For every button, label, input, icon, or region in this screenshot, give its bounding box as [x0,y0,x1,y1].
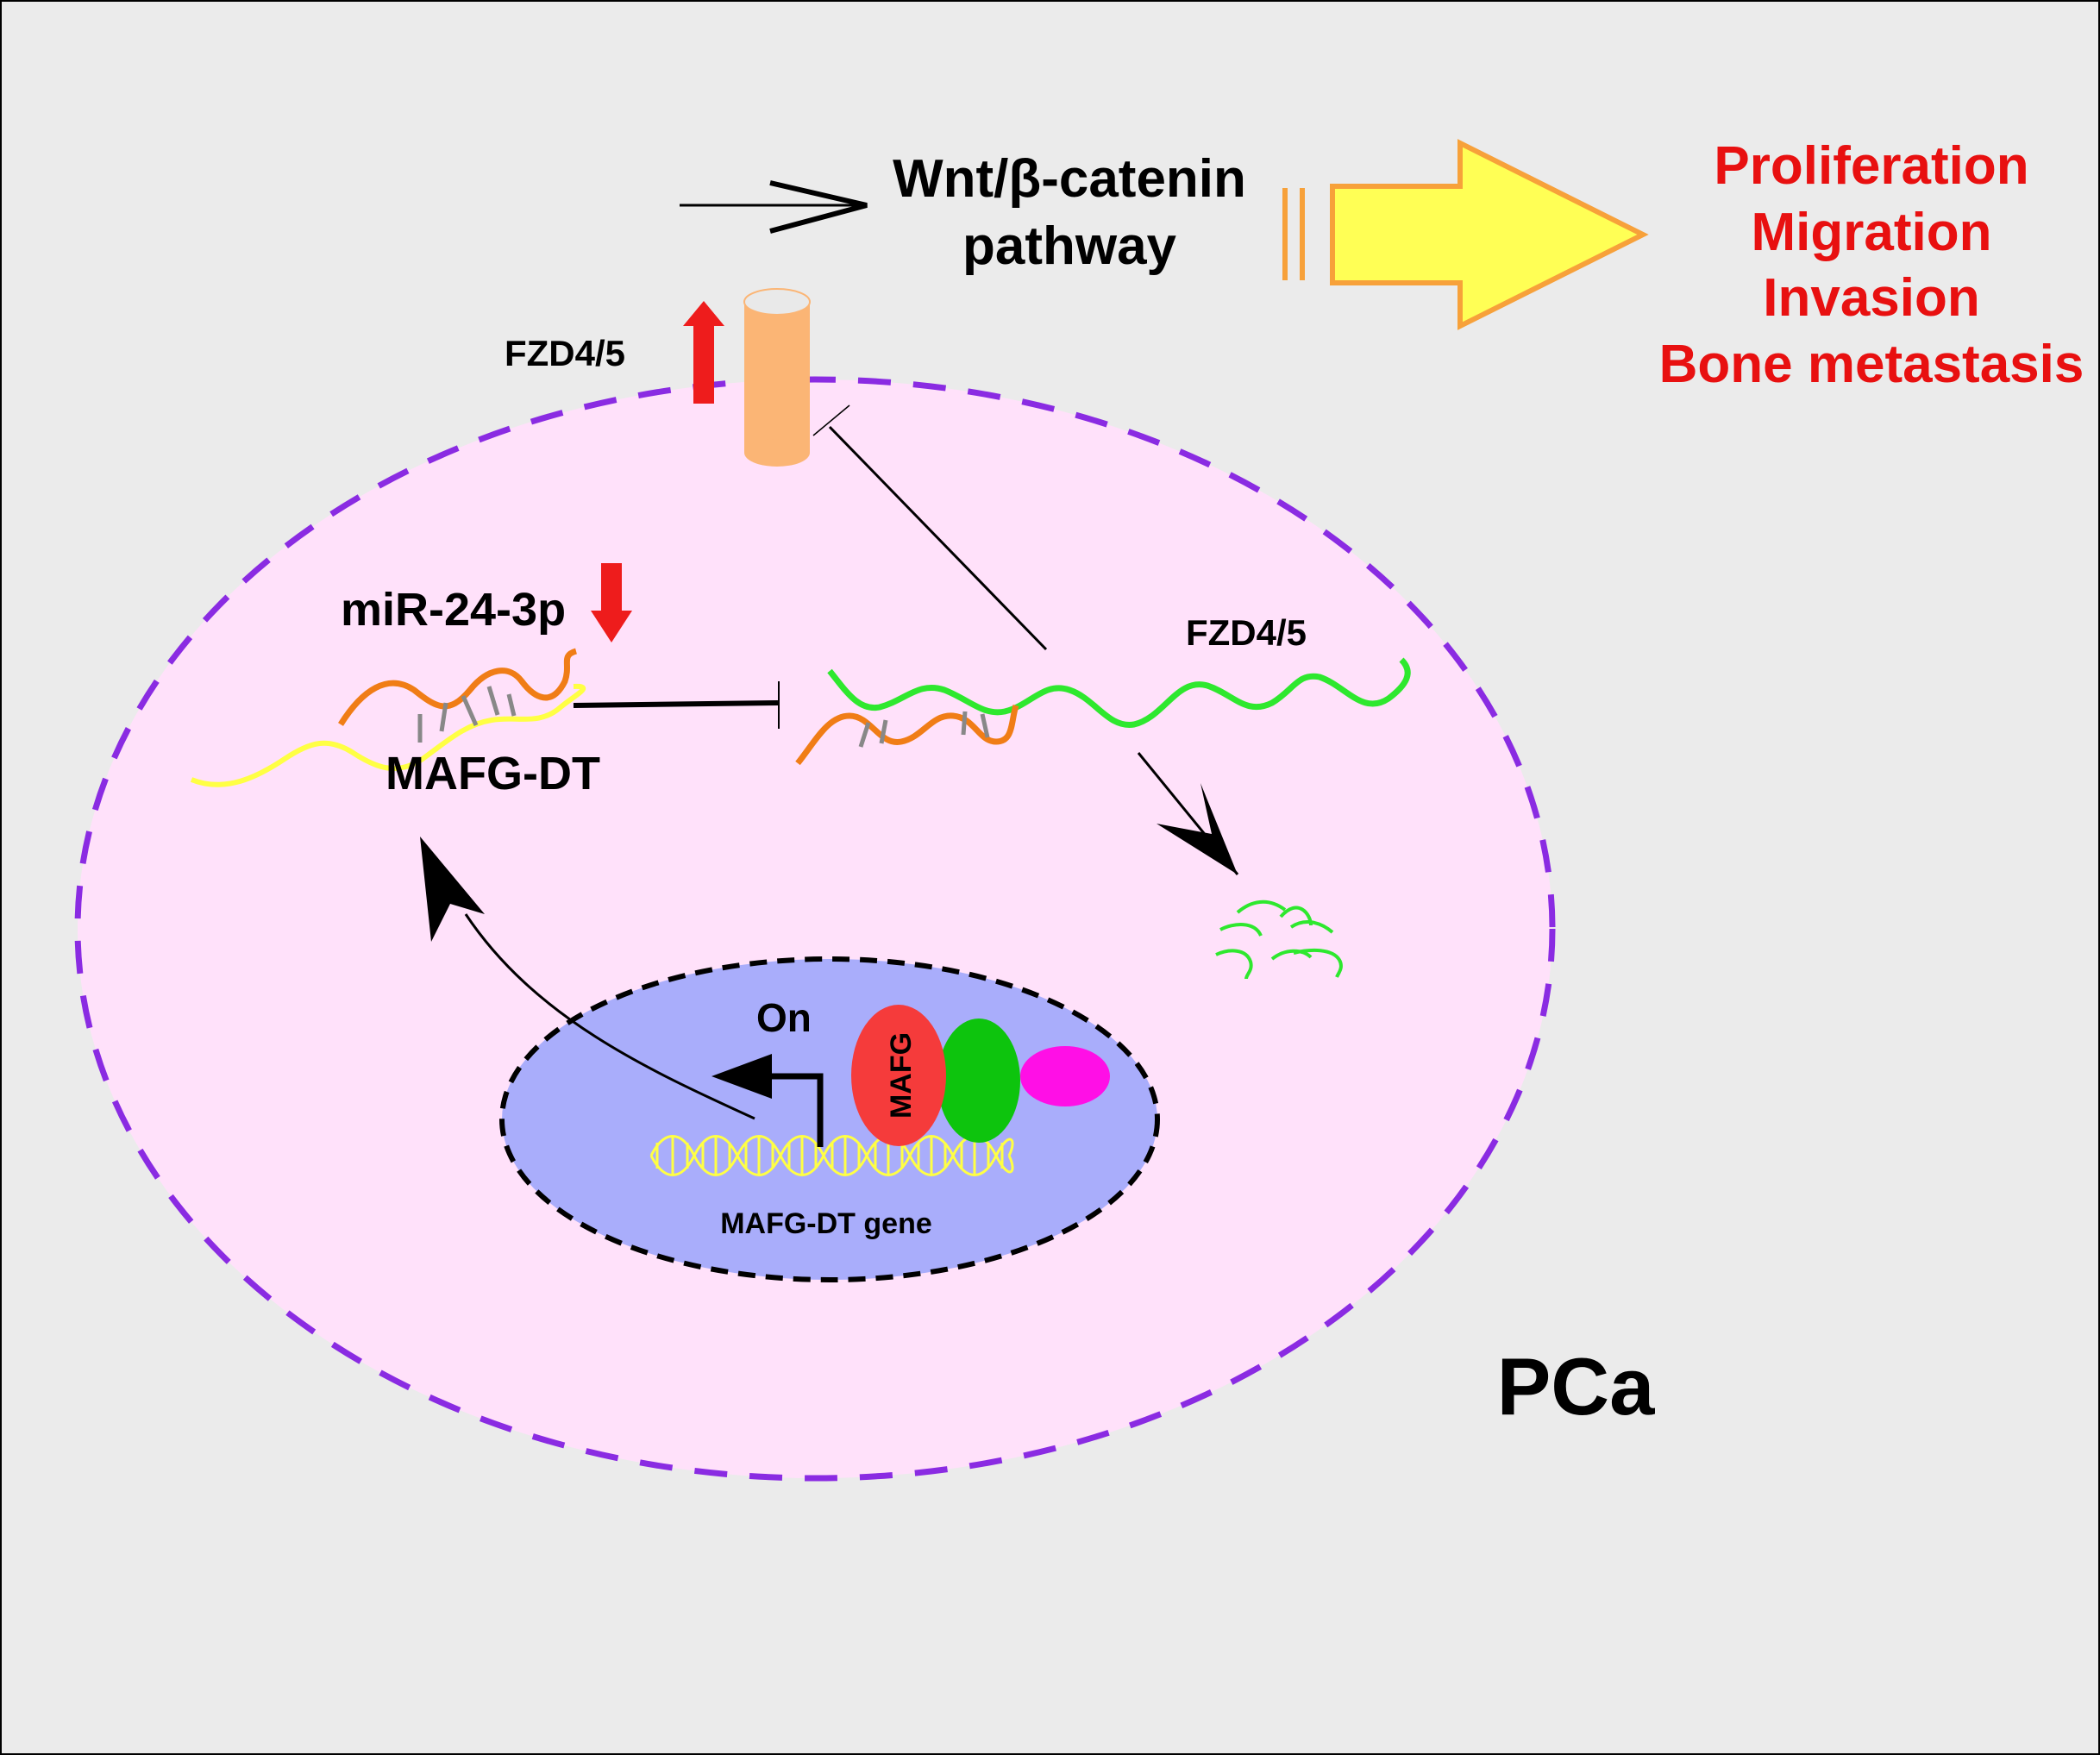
outcome-item: Migration [1752,203,1992,262]
outcome-item: Proliferation [1714,136,2028,196]
lncrna-label: MAFG-DT [386,748,600,799]
cofactor-magenta [1020,1046,1110,1106]
cofactor-green [937,1019,1020,1143]
big-output-arrow [1282,139,1649,330]
fzd-receptor-label: FZD4/5 [505,333,625,373]
mafg-protein-label: MAFG [885,1032,918,1119]
on-label: On [756,995,812,1040]
fzd-mrna-label: FZD4/5 [1186,612,1307,653]
lncrna-mirna-duplex [190,648,586,787]
promoter-arrow-icon [711,1054,824,1147]
outcome-item: Invasion [1763,268,1980,328]
transcription-arrowhead [420,837,485,942]
cell-type-label: PCa [1497,1341,1656,1432]
pathway-label-line2: pathway [962,216,1177,276]
mirna-label: miR-24-3p [341,584,566,636]
degraded-mrna-fragments [1215,899,1343,980]
outcome-item: Bone metastasis [1659,335,2084,394]
receptor-notch [812,404,850,436]
transcription-arrow [464,913,755,1120]
pathway-label-line1: Wnt/β-catenin [893,149,1246,209]
fzd-receptor-icon [743,288,811,467]
translation-line [828,425,1048,651]
up-arrow-icon [683,301,724,404]
activation-arrowhead [769,180,868,234]
down-arrow-icon [591,563,632,642]
gene-label: MAFG-DT gene [720,1207,932,1240]
cell-membrane [74,376,1556,1482]
outcome-list: Proliferation Migration Invasion Bone me… [1659,136,2084,394]
degradation-arrowhead [1157,783,1238,874]
fzd-mrna-duplex [795,657,1411,766]
mafg-protein [851,1005,946,1146]
inhibition-symbol [573,681,780,729]
